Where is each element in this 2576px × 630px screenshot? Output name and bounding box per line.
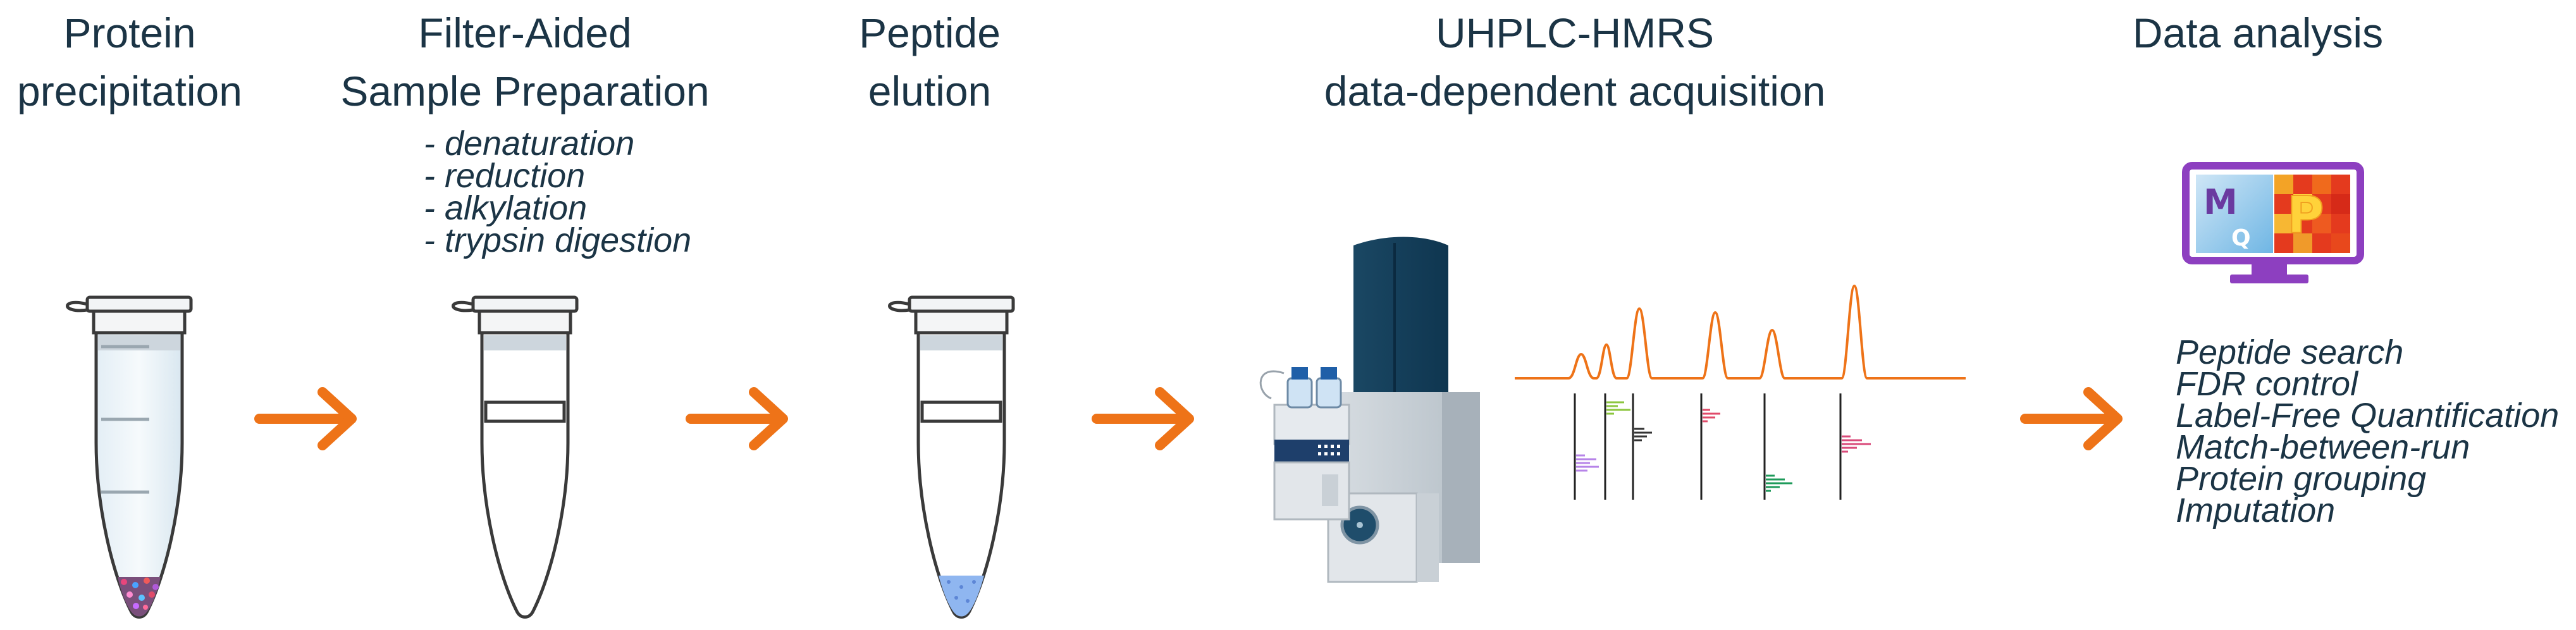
analysis-step: Imputation xyxy=(2176,491,2336,529)
stage-title-line1: Peptide xyxy=(859,9,1001,56)
stage-title-line1: UHPLC-HMRS xyxy=(1435,9,1715,56)
stage-title-line1: Filter-Aided xyxy=(418,9,632,56)
arrow-right-icon xyxy=(1092,387,1194,450)
protein-pellet-dots xyxy=(121,578,159,610)
arrow-right-icon xyxy=(2020,387,2123,450)
chromatogram-trace xyxy=(1515,284,1966,380)
stage-title-peptide-elution: Peptide elution xyxy=(822,4,1037,120)
arrow-right-icon xyxy=(254,387,357,450)
lc-ms-instrument-icon xyxy=(1259,237,1480,583)
analysis-steps-list: Peptide search FDR control Label-Free Qu… xyxy=(2176,333,2560,529)
fasp-step: - denaturation xyxy=(424,125,635,163)
analysis-step: Match-between-run xyxy=(2176,428,2470,466)
stage-title-line2: Sample Preparation xyxy=(340,68,710,114)
maxquant-logo xyxy=(2196,175,2273,253)
analysis-step: Label-Free Quantification xyxy=(2176,397,2560,435)
tube-filter xyxy=(452,295,579,619)
logo-letter-m: M xyxy=(2203,182,2238,222)
stage-title-line1: Data analysis xyxy=(2132,9,2384,56)
stage-title-line2: data-dependent acquisition xyxy=(1324,68,1826,114)
stage-title-line2: elution xyxy=(868,68,992,114)
tube-precipitation xyxy=(66,295,193,619)
stage-title-data-analysis: Data analysis xyxy=(2106,4,2410,62)
tube-elution xyxy=(888,295,1015,619)
arrow-right-icon xyxy=(686,387,788,450)
stage-title-line1: Protein xyxy=(63,9,196,56)
analysis-step: Protein grouping xyxy=(2176,460,2427,498)
logo-letter-p: P xyxy=(2287,186,2324,245)
analysis-step: FDR control xyxy=(2176,365,2358,403)
stage-title-uhplc: UHPLC-HMRS data-dependent acquisition xyxy=(1303,4,1847,120)
fasp-steps-list: - denaturation - reduction - alkylation … xyxy=(424,125,692,259)
stage-title-protein-precipitation: Protein precipitation xyxy=(0,4,259,120)
perseus-logo: P xyxy=(2274,175,2350,253)
fasp-step: - trypsin digestion xyxy=(424,221,692,259)
stage-title-fasp: Filter-Aided Sample Preparation xyxy=(316,4,734,120)
monitor-icon: M Q P xyxy=(2182,162,2364,283)
msms-spectra xyxy=(1574,393,1871,500)
logo-letter-q: Q xyxy=(2231,225,2251,251)
fasp-step: - reduction xyxy=(424,157,586,195)
fasp-step: - alkylation xyxy=(424,189,588,227)
analysis-step: Peptide search xyxy=(2176,333,2404,371)
stage-title-line2: precipitation xyxy=(17,68,242,114)
